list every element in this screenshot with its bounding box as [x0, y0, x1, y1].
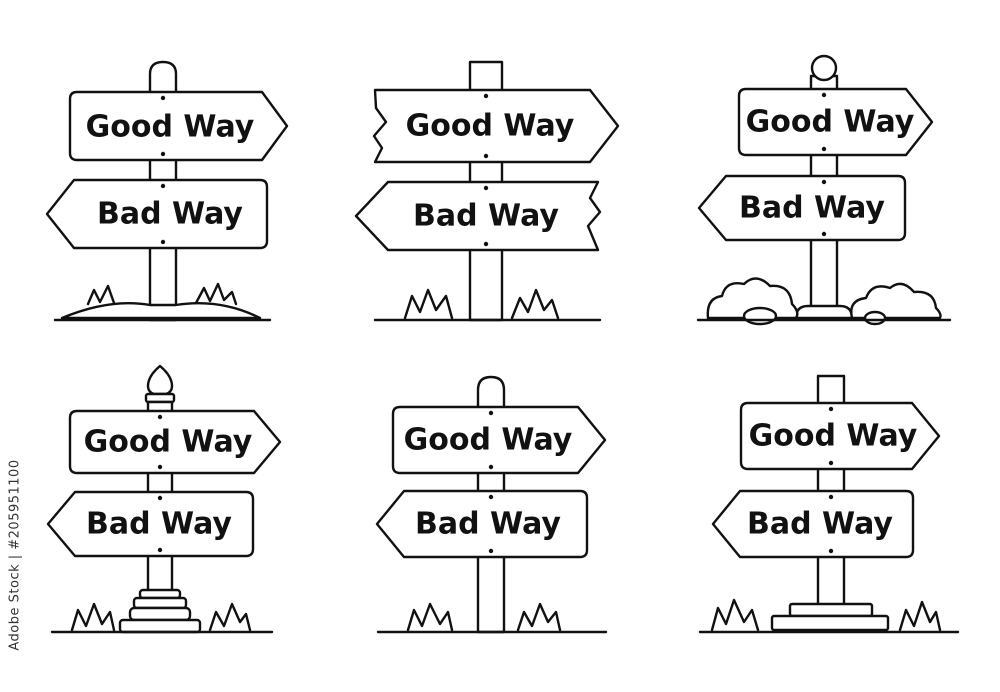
bad-way-sign-3 — [697, 174, 907, 242]
good-way-sign-5 — [391, 405, 607, 475]
good-way-label-2: Good Way — [406, 109, 575, 144]
signpost-5: Good Way Bad Way — [375, 375, 608, 634]
good-way-label-1: Good Way — [86, 110, 255, 145]
good-way-label-6: Good Way — [749, 419, 918, 454]
good-way-sign-2 — [372, 88, 620, 164]
signpost-2: Good Way Bad Way — [354, 60, 620, 322]
watermark-text: Adobe Stock | #205951100 — [7, 459, 23, 651]
good-way-label-4: Good Way — [84, 425, 253, 460]
bad-way-sign-2 — [354, 180, 602, 252]
bad-way-label-2: Bad Way — [413, 199, 559, 234]
bad-way-label-1: Bad Way — [97, 197, 243, 232]
signpost-6: Good Way Bad Way — [698, 374, 960, 634]
good-way-label-3: Good Way — [746, 105, 915, 140]
signpost-3: Good Way Bad Way — [696, 54, 952, 326]
bad-way-sign-4 — [46, 490, 255, 558]
good-way-sign-6 — [739, 401, 941, 471]
bad-way-sign-5 — [375, 489, 589, 559]
signpost-4: Good Way Bad Way — [46, 364, 282, 634]
bad-way-sign-6 — [711, 489, 915, 559]
signpost-1: Good Way Bad Way — [45, 60, 289, 322]
bad-way-sign-1 — [45, 178, 269, 250]
good-way-label-5: Good Way — [404, 423, 573, 458]
good-way-sign-4 — [68, 409, 282, 475]
bad-way-label-4: Bad Way — [86, 507, 232, 542]
stock-watermark: Adobe Stock | #205951100 — [2, 440, 28, 670]
bad-way-label-3: Bad Way — [739, 191, 885, 226]
good-way-sign-1 — [68, 90, 289, 162]
good-way-sign-3 — [737, 87, 934, 157]
bad-way-label-5: Bad Way — [415, 507, 561, 542]
bad-way-label-6: Bad Way — [747, 507, 893, 542]
